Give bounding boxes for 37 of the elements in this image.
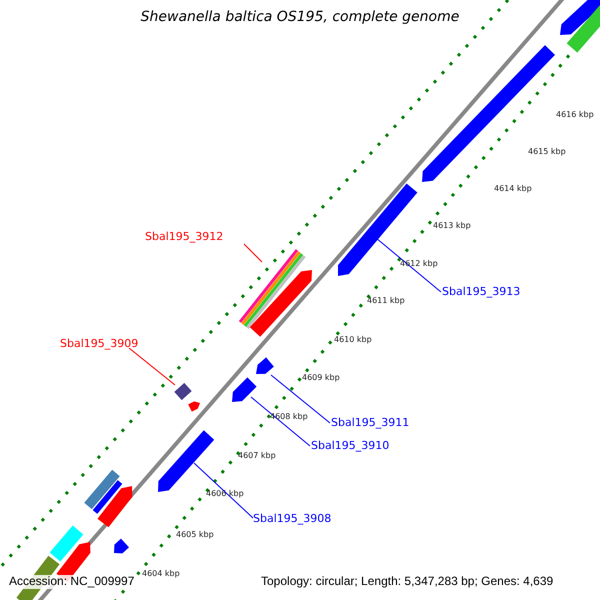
gene-label: Sbal195_3910 (311, 440, 390, 453)
gene-label: Sbal195_3913 (442, 286, 520, 299)
scale-label: 4606 kbp (206, 489, 244, 498)
gene-label: Sbal195_3908 (253, 513, 332, 526)
scale-label: 4604 kbp (142, 569, 180, 578)
leader-line (244, 244, 262, 262)
scale-label: 4607 kbp (238, 451, 276, 460)
gene-feature (114, 538, 129, 554)
gene-feature (560, 0, 600, 35)
leader-line (128, 348, 176, 386)
gene-feature (174, 382, 192, 400)
scale-label: 4609 kbp (302, 373, 340, 382)
leader-line (250, 396, 310, 446)
gene-feature (84, 470, 120, 510)
gene-label: Sbal195_3909 (60, 338, 138, 351)
gene-feature (98, 486, 132, 528)
gene-feature (158, 430, 214, 492)
scale-label: 4611 kbp (367, 296, 405, 306)
scale-label: 4613 kbp (433, 221, 471, 230)
scale-label: 4615 kbp (528, 147, 566, 156)
diagram-title: Shewanella baltica OS195, complete genome (140, 9, 460, 26)
leader-line (376, 238, 442, 292)
leader-line (194, 462, 254, 518)
gene-feature (566, 5, 600, 53)
gene-feature (338, 184, 418, 276)
gene-feature (188, 401, 200, 412)
gene-feature (92, 480, 122, 514)
gene-feature (256, 357, 274, 374)
gene-feature (232, 377, 257, 402)
gene-label: Sbal195_3912 (145, 231, 224, 244)
gene-color-stripes (238, 249, 306, 329)
gene-label: Sbal195_3911 (331, 417, 410, 430)
gene-feature (50, 526, 84, 562)
leader-line (270, 374, 330, 424)
scale-label: 4605 kbp (176, 530, 214, 540)
scale-label: 4610 kbp (334, 335, 372, 344)
gene-feature (250, 270, 312, 337)
